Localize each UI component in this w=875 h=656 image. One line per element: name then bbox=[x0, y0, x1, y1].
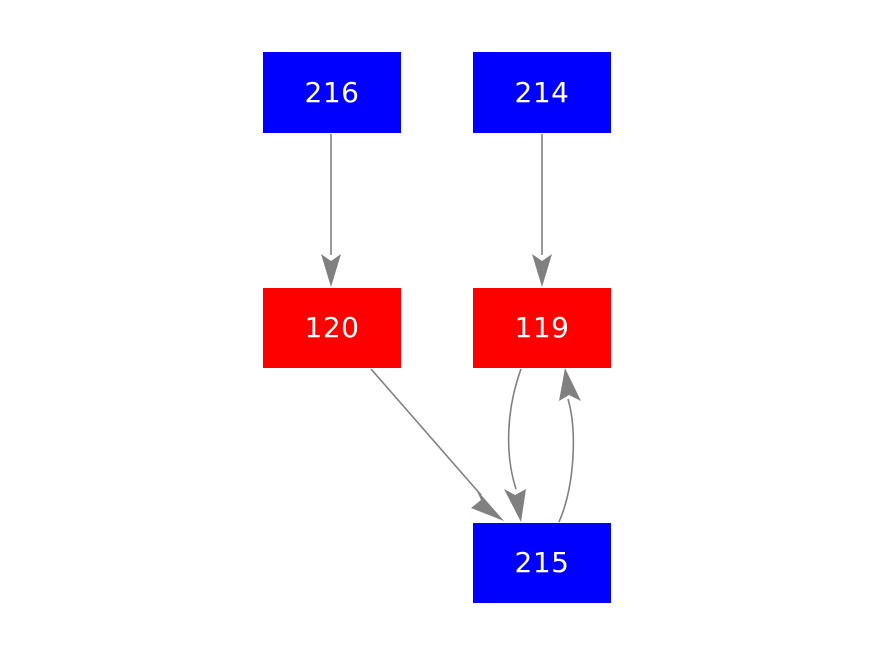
graph-node-119[interactable]: 119 bbox=[473, 288, 611, 368]
graph-node-119-label: 119 bbox=[514, 311, 570, 344]
graph-node-215[interactable]: 215 bbox=[473, 523, 611, 603]
edge-216-to-120 bbox=[321, 134, 341, 287]
edge-214-to-119-arrowhead bbox=[532, 254, 552, 287]
edge-215-to-119-line bbox=[558, 398, 575, 523]
graph-node-216[interactable]: 216 bbox=[263, 52, 401, 133]
edge-216-to-120-arrowhead bbox=[321, 254, 341, 287]
graph-node-214-label: 214 bbox=[514, 75, 570, 109]
edge-214-to-119 bbox=[532, 134, 552, 287]
graph-node-216-label: 216 bbox=[304, 75, 360, 109]
edge-119-to-215-arrowhead bbox=[504, 489, 526, 522]
graph-node-215-label: 215 bbox=[514, 546, 570, 579]
edge-120-to-215-arrowhead bbox=[471, 489, 504, 521]
edge-120-to-215 bbox=[370, 368, 504, 521]
edge-215-to-119-arrowhead bbox=[559, 368, 581, 401]
edge-119-to-215 bbox=[504, 368, 526, 522]
edge-120-to-215-line bbox=[370, 368, 482, 496]
edge-119-to-215-line bbox=[507, 368, 522, 490]
edge-215-to-119 bbox=[558, 368, 581, 523]
graph-node-214[interactable]: 214 bbox=[473, 52, 611, 133]
graph-node-120-label: 120 bbox=[304, 311, 360, 344]
graph-node-120[interactable]: 120 bbox=[263, 288, 401, 368]
